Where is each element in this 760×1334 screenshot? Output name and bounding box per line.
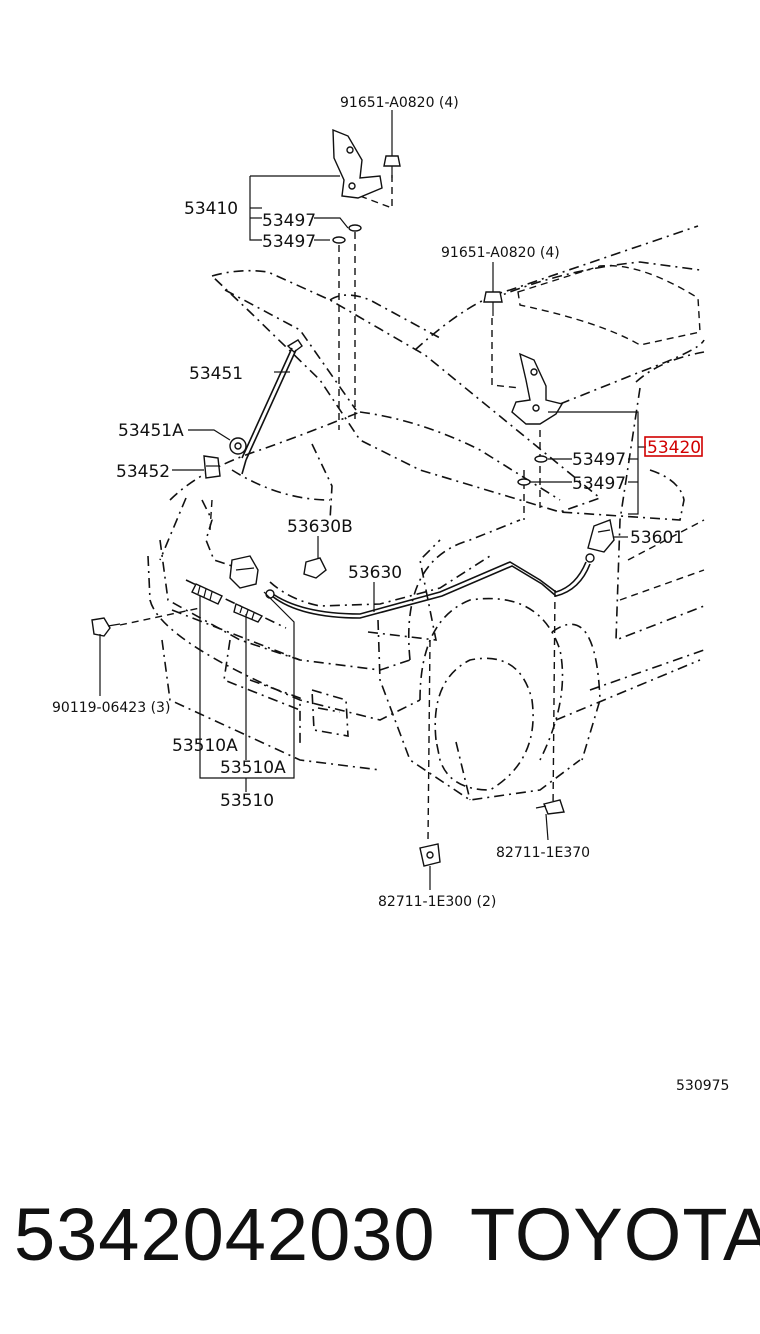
lock-assy-part xyxy=(229,555,259,589)
part-labels: 91651-A0820 (4) 53410 53497 53497 91651-… xyxy=(52,95,729,1094)
leader-lines xyxy=(99,110,646,890)
reference-lines xyxy=(119,175,556,841)
label-rod-grommet: 53451A xyxy=(118,421,184,441)
label-washer-right-2: 53497 xyxy=(572,474,626,494)
label-clamp-right: 82711-1E370 xyxy=(496,845,590,861)
clamp-bottom-part xyxy=(419,843,441,867)
washer-right-parts xyxy=(517,455,548,486)
label-release-lever: 53601 xyxy=(630,528,684,548)
label-washer-right-1: 53497 xyxy=(572,450,626,470)
support-rod-part xyxy=(241,339,303,475)
brand-name: TOYOTA xyxy=(470,1193,760,1276)
release-lever-part xyxy=(587,519,615,553)
rod-clip-part xyxy=(203,455,221,479)
bolt-right-part xyxy=(483,291,503,316)
hinge-left-part xyxy=(332,128,383,199)
label-lock-assy: 53510 xyxy=(220,791,274,811)
highlight-box-53420 xyxy=(644,436,703,457)
footer: 5342042030 TOYOTA xyxy=(14,1190,760,1280)
clamp-right-part xyxy=(535,799,565,815)
label-clamp-bottom: 82711-1E300 (2) xyxy=(378,894,496,910)
lock-bolt-part xyxy=(91,617,121,637)
car-body-outline xyxy=(147,225,705,801)
label-seal-clip: 53630B xyxy=(287,517,353,537)
label-hinge-left: 53410 xyxy=(184,199,238,219)
label-bolt-top: 91651-A0820 (4) xyxy=(340,95,459,111)
label-bolt-right: 91651-A0820 (4) xyxy=(441,245,560,261)
label-bolt-lock: 90119-06423 (3) xyxy=(52,700,170,716)
label-washer-left-1: 53497 xyxy=(262,211,316,231)
hinge-right-part xyxy=(511,352,564,425)
release-cable-part xyxy=(265,553,595,619)
label-diagram-number: 530975 xyxy=(676,1078,729,1094)
label-hinge-right: 53420 xyxy=(647,438,701,458)
parts-diagram: 91651-A0820 (4) 53410 53497 53497 91651-… xyxy=(52,95,729,1094)
rod-grommet-part xyxy=(229,437,247,455)
part-number: 5342042030 xyxy=(14,1193,436,1276)
seal-clip-part xyxy=(303,557,327,579)
spring-parts xyxy=(191,583,264,623)
label-washer-left-2: 53497 xyxy=(262,232,316,252)
washer-left-parts xyxy=(332,224,362,244)
label-rod-clip: 53452 xyxy=(116,462,170,482)
label-spring-2: 53510A xyxy=(220,758,286,778)
label-support-rod: 53451 xyxy=(189,364,243,384)
label-release-cable: 53630 xyxy=(348,563,402,583)
bolt-top-part xyxy=(383,155,401,178)
label-spring-1: 53510A xyxy=(172,736,238,756)
